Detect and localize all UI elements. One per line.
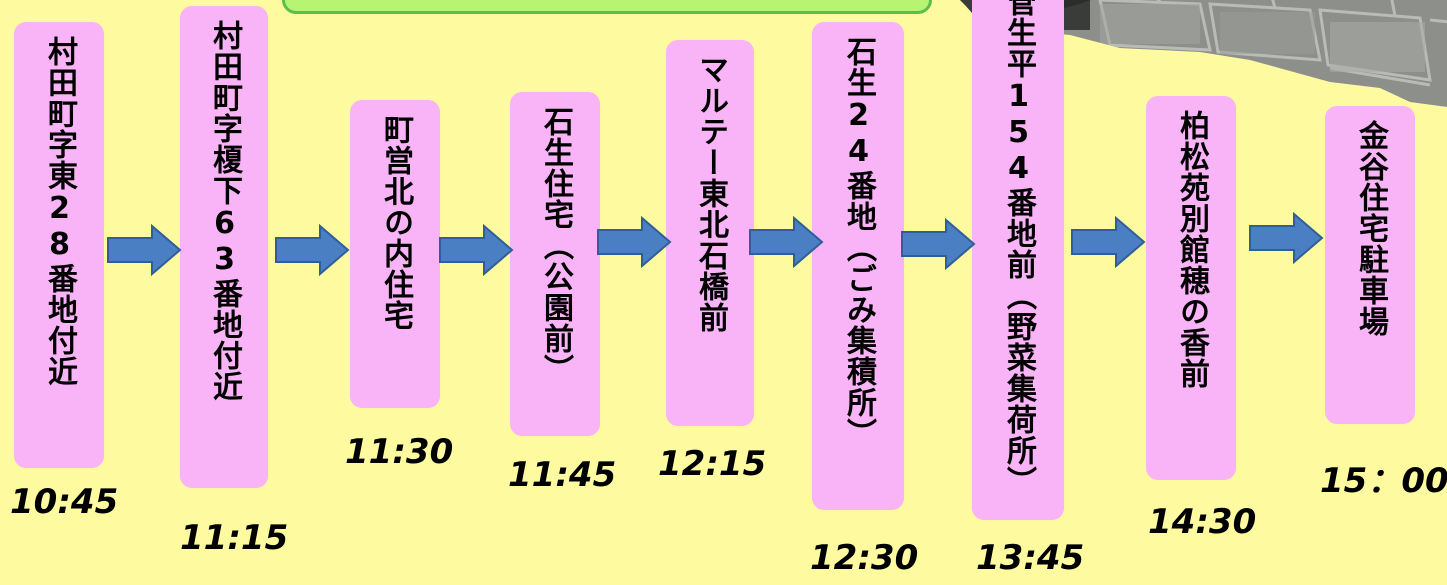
stop-4-time: 11:45 (508, 455, 617, 495)
right-arrow-icon (749, 216, 824, 268)
stop-6-label: 石生24番地（ごみ集積所） (841, 36, 876, 449)
stop-2-label: 村田町字榎下63番地付近 (207, 20, 242, 402)
right-arrow-icon (901, 218, 976, 270)
stop-3-box: 町営北の内住宅 (350, 100, 440, 408)
stop-6-time: 12:30 (810, 538, 919, 578)
stop-8-box: 柏松苑別館穂の香前 (1146, 96, 1236, 480)
stop-6-box: 石生24番地（ごみ集積所） (812, 22, 904, 510)
stop-9-label: 金谷住宅駐車場 (1353, 120, 1388, 337)
right-arrow-icon (439, 224, 514, 276)
stop-3-time: 11:30 (345, 432, 454, 472)
right-arrow-icon (597, 216, 672, 268)
stop-5-time: 12:15 (658, 444, 767, 484)
stop-1-time: 10:45 (10, 482, 119, 522)
stop-9-box: 金谷住宅駐車場 (1325, 106, 1415, 424)
stop-1-label: 村田町字東28番地付近 (42, 36, 77, 387)
stop-5-label: マルテー東北石橋前 (693, 54, 728, 333)
stop-8-time: 14:30 (1148, 502, 1257, 542)
stop-2-time: 11:15 (180, 518, 289, 558)
stop-9-time: 15：00 (1320, 461, 1447, 501)
stop-2-box: 村田町字榎下63番地付近 (180, 6, 268, 488)
stop-7-time: 13:45 (976, 538, 1085, 578)
stop-7-box: 菅生平154番地前（野菜集荷所） (972, 0, 1064, 520)
stop-4-label: 石生住宅（公園前） (538, 106, 573, 385)
stop-5-box: マルテー東北石橋前 (666, 40, 754, 426)
stop-1-box: 村田町字東28番地付近 (14, 22, 104, 468)
stop-8-label: 柏松苑別館穂の香前 (1174, 110, 1209, 389)
right-arrow-icon (275, 224, 350, 276)
stop-3-label: 町営北の内住宅 (378, 114, 413, 331)
title-banner (282, 0, 932, 14)
right-arrow-icon (1249, 212, 1324, 264)
stop-7-label: 菅生平154番地前（野菜集荷所） (1001, 0, 1036, 497)
stop-4-box: 石生住宅（公園前） (510, 92, 600, 436)
right-arrow-icon (1071, 216, 1146, 268)
right-arrow-icon (107, 224, 182, 276)
